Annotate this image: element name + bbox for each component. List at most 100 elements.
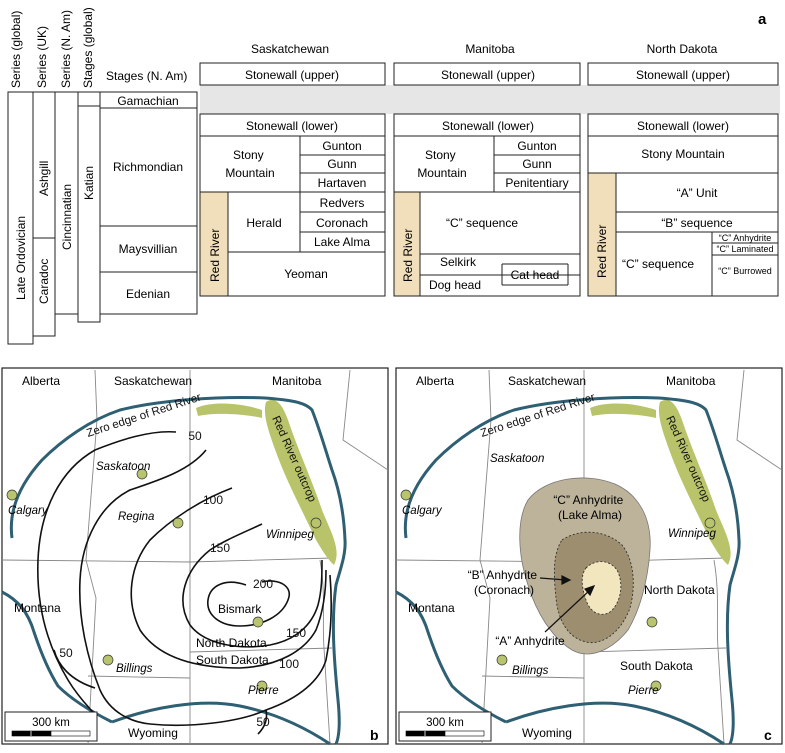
city-regina-b: Regina <box>118 511 154 523</box>
man-stony-line2: Mountain <box>417 166 466 180</box>
city-dot-pierre-b <box>256 680 268 692</box>
b-anhydrite-label-line2: (Coronach) <box>474 583 534 597</box>
nd-b-sequence: “B” sequence <box>661 216 733 230</box>
city-dot-billings-b <box>102 654 114 666</box>
region-wyoming-b: Wyoming <box>128 726 178 740</box>
man-gunn: Gunn <box>522 157 551 171</box>
header-series-uk: Series (UK) <box>35 26 49 88</box>
city-pierre-c: Pierre <box>628 685 659 697</box>
man-stony-line1: Stony <box>425 148 456 162</box>
city-dot-billings-c <box>496 654 508 666</box>
city-dot-regina-b <box>172 517 184 529</box>
label-edenian: Edenian <box>126 287 170 301</box>
city-dot-calgary-c <box>400 489 412 501</box>
region-montana-b: Montana <box>14 601 61 615</box>
sask-coronach: Coronach <box>316 216 368 230</box>
header-series-nam: Series (N. Am) <box>59 10 73 88</box>
sask-red-river: Red River <box>208 229 222 282</box>
scale-bar-b: 300 km <box>4 711 98 742</box>
a-anhydrite-zone <box>581 561 622 615</box>
nd-stony-mountain: Stony Mountain <box>641 147 724 161</box>
region-manitoba-b: Manitoba <box>272 374 322 388</box>
contour-label-200: 200 <box>253 577 273 591</box>
panel-b-frame <box>1 367 389 745</box>
header-manitoba: Manitoba <box>465 42 515 56</box>
city-dot-winnipeg-b <box>310 517 322 529</box>
col-stages-global <box>77 91 101 323</box>
city-pierre-b: Pierre <box>248 685 279 697</box>
region-south-dakota-c: South Dakota <box>620 659 693 673</box>
table-saskatchewan: Stonewall (upper) Stonewall (lower) Ston… <box>199 62 386 297</box>
sask-stony-line1: Stony <box>233 148 264 162</box>
man-dog-head: Dog head <box>429 278 481 292</box>
b-anhydrite-label: “B” Anhydrite (Coronach) <box>468 568 541 597</box>
panel-a: a Series (global) Series (UK) Series (N.… <box>7 7 780 345</box>
sask-stony-mountain: Stony Mountain <box>225 148 274 180</box>
red-river-fill-sask <box>200 192 228 296</box>
city-dot-winnipeg-c <box>704 517 716 529</box>
label-caradoc: Caradoc <box>37 259 51 304</box>
nd-c-sequence: “C” sequence <box>622 257 694 271</box>
panel-c-cities: Saskatoon Calgary Winnipeg Billings Pier… <box>400 453 716 697</box>
scale-bar-c: 300 km <box>398 711 492 742</box>
region-south-dakota-b: South Dakota <box>196 653 269 667</box>
panel-a-letter: a <box>758 11 767 28</box>
city-bismark-b: Bismark <box>218 602 262 616</box>
panel-c-letter: c <box>764 727 772 743</box>
city-calgary-b: Calgary <box>8 505 49 517</box>
sask-yeoman: Yeoman <box>284 267 328 281</box>
region-wyoming-c: Wyoming <box>522 726 572 740</box>
region-montana-c: Montana <box>408 601 455 615</box>
sask-stonewall-lower: Stonewall (lower) <box>246 119 338 133</box>
sask-gunn: Gunn <box>327 157 356 171</box>
city-saskatoon-c: Saskatoon <box>490 453 544 465</box>
man-cat-head: Cat head <box>511 268 560 282</box>
sask-stony-line2: Mountain <box>225 166 274 180</box>
c-anhydrite-label: “C” Anhydrite (Lake Alma) <box>553 493 626 522</box>
red-river-fill-nd <box>588 173 616 296</box>
city-dot-calgary-b <box>6 489 18 501</box>
a-anhydrite-label: “A” Anhydrite <box>495 634 565 648</box>
c-anhydrite-label-line2: (Lake Alma) <box>558 508 622 522</box>
panel-b-cities: Saskatoon Calgary Regina Winnipeg Bismar… <box>6 461 322 697</box>
nd-c-laminated: “C” Laminated <box>716 244 773 254</box>
city-dot-saskatoon-b <box>136 468 148 480</box>
sask-herald: Herald <box>246 216 281 230</box>
region-alberta-c: Alberta <box>416 374 454 388</box>
region-saskatchewan-c: Saskatchewan <box>508 374 586 388</box>
c-anhydrite-label-line1: “C” Anhydrite <box>553 493 623 507</box>
sask-redvers: Redvers <box>320 196 365 210</box>
region-alberta-b: Alberta <box>22 374 60 388</box>
nd-red-river: Red River <box>595 225 609 278</box>
panel-b-contours <box>37 430 332 735</box>
sask-stonewall-upper: Stonewall (upper) <box>245 68 339 82</box>
region-manitoba-c: Manitoba <box>666 374 716 388</box>
region-north-dakota-b: North Dakota <box>196 636 267 650</box>
zero-edge-c-south <box>505 701 725 746</box>
city-billings-c: Billings <box>512 665 549 677</box>
contour-label-100-east: 100 <box>279 657 299 671</box>
nd-a-unit: “A” Unit <box>677 186 718 200</box>
label-ashgill: Ashgill <box>37 161 51 196</box>
man-c-sequence: “C” sequence <box>446 216 518 230</box>
city-dot-north-dakota-c <box>646 616 658 628</box>
label-cincinnatian: Cincinnatian <box>60 184 74 250</box>
man-red-river: Red River <box>401 229 415 282</box>
man-gunton: Gunton <box>517 139 556 153</box>
label-late-ordovician: Late Ordovician <box>14 216 28 300</box>
contour-label-150-east: 150 <box>286 626 306 640</box>
man-stonewall-upper: Stonewall (upper) <box>441 68 535 82</box>
city-saskatoon-b: Saskatoon <box>96 461 150 473</box>
b-anhydrite-label-line1: “B” Anhydrite <box>468 568 538 582</box>
panel-b-borders <box>1 369 389 745</box>
label-richmondian: Richmondian <box>113 160 183 174</box>
panel-c: “C” Anhydrite (Lake Alma) “B” Anhydrite … <box>395 367 783 746</box>
sask-lake-alma: Lake Alma <box>314 235 370 249</box>
nd-c-burrowed: “C” Burrowed <box>718 266 772 276</box>
label-katian: Katian <box>82 166 96 200</box>
panel-b: 50 100 150 200 150 100 50 50 Zero edge o… <box>1 367 389 746</box>
gray-band <box>200 85 780 114</box>
city-dot-pierre-c <box>650 680 662 692</box>
